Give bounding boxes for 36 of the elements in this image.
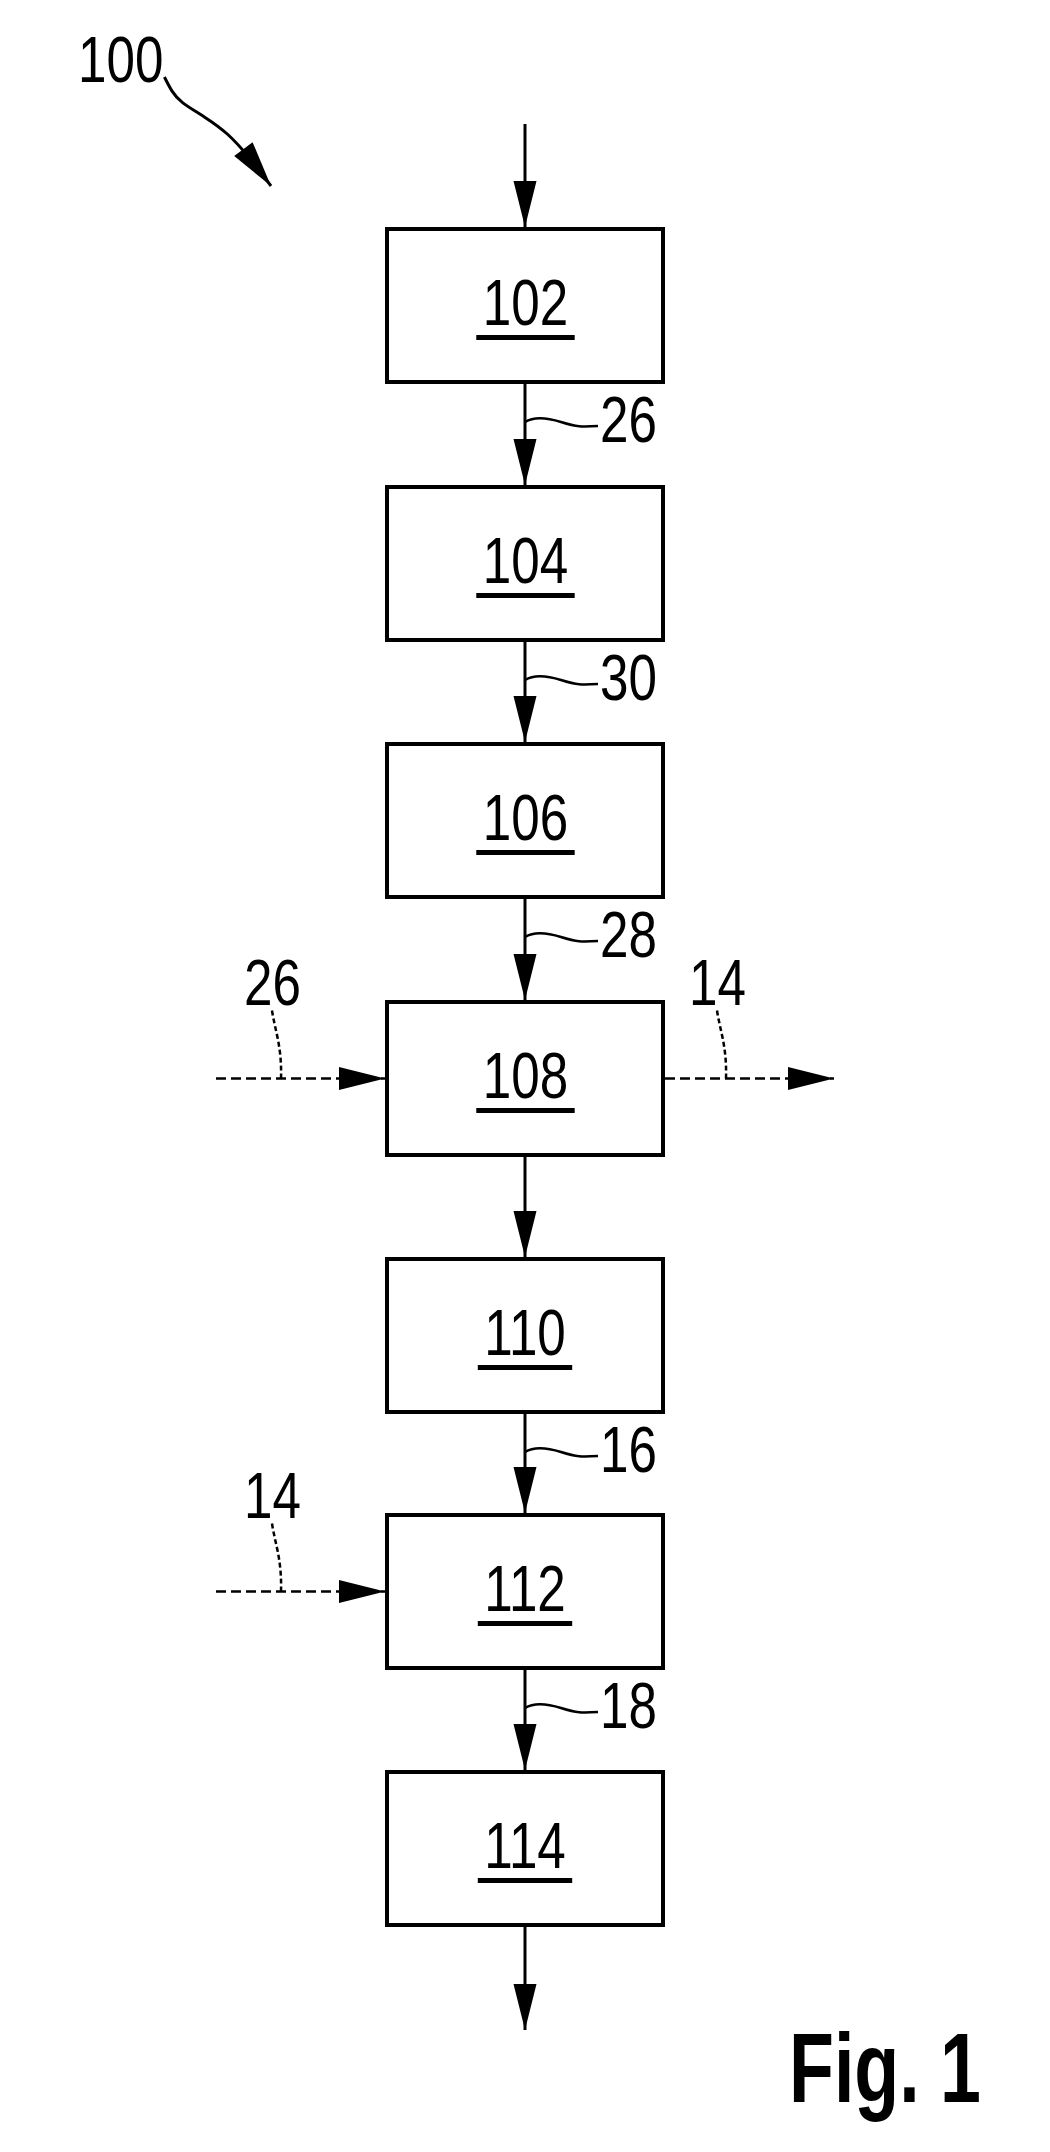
figure-caption: Fig. 1 [789, 2012, 981, 2125]
process-box [385, 227, 665, 384]
dashed-arrow [216, 1067, 385, 1090]
reference-numeral: 100 [78, 28, 164, 92]
reference-numeral: 114 [477, 1814, 573, 1883]
reference-numeral: 106 [475, 786, 575, 855]
process-box [385, 485, 665, 642]
reference-numeral: 104 [475, 529, 575, 598]
process-box [385, 1513, 665, 1670]
arrow [513, 899, 537, 1000]
edge-label: 16 [600, 1418, 657, 1482]
arrow [513, 124, 537, 227]
reference-numeral: 108 [475, 1044, 575, 1113]
arrow [513, 1157, 537, 1257]
process-box [385, 1257, 665, 1414]
arrow [513, 642, 537, 742]
edge-label: 18 [600, 1674, 657, 1738]
process-box [385, 742, 665, 899]
process-box [385, 1770, 665, 1927]
process-box [385, 1000, 665, 1157]
arrow [513, 384, 537, 485]
edge-label: 26 [244, 950, 301, 1015]
arrow [513, 1670, 537, 1770]
reference-numeral: 102 [475, 271, 575, 340]
dashed-arrow [216, 1580, 385, 1603]
edge-label: 14 [244, 1463, 301, 1528]
edge-label: 14 [689, 950, 746, 1015]
edge-label: 30 [600, 646, 657, 710]
arrow [513, 1927, 537, 2030]
wavy-arrow [163, 76, 273, 187]
reference-numeral: 110 [477, 1301, 573, 1370]
edge-label: 26 [600, 388, 657, 452]
reference-numeral: 112 [477, 1557, 573, 1626]
arrow [513, 1414, 537, 1513]
edge-label: 28 [600, 903, 657, 967]
dashed-arrow [665, 1067, 834, 1090]
